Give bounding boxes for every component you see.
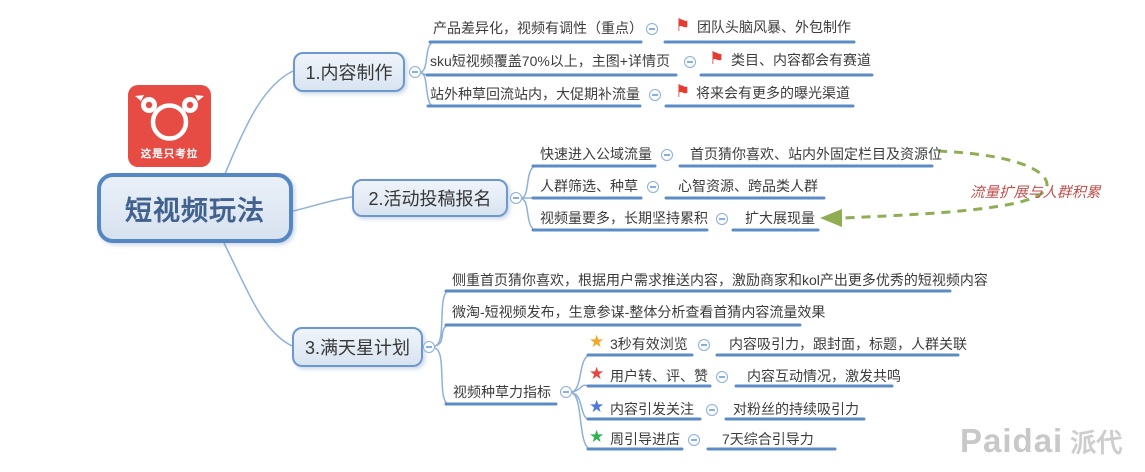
- branch-node-content-production[interactable]: 1.内容制作: [293, 52, 405, 92]
- topic-text[interactable]: sku短视频覆盖70%以上，主图+详情页: [430, 53, 670, 69]
- flag-icon: ⚑: [675, 82, 691, 101]
- relationship-label[interactable]: 流量扩展与人群积累: [970, 185, 1101, 201]
- flag-icon: ⚑: [675, 16, 691, 35]
- watermark: Paidai 派代: [960, 422, 1122, 460]
- collapse-icon[interactable]: [647, 181, 659, 193]
- detail-text[interactable]: 内容吸引力，跟封面，标题，人群关联: [729, 336, 967, 352]
- watermark-cjk: 派代: [1070, 428, 1123, 458]
- detail-text[interactable]: 内容互动情况，激发共鸣: [747, 368, 901, 384]
- collapse-icon[interactable]: [688, 434, 700, 446]
- star-icon-blue: ★: [589, 397, 605, 416]
- collapse-icon[interactable]: [649, 89, 661, 101]
- root-topic-node[interactable]: 短视频玩法: [97, 173, 293, 243]
- branch-node-activity-submission[interactable]: 2.活动投稿报名: [352, 179, 508, 217]
- topic-text[interactable]: 3秒有效浏览: [610, 336, 688, 352]
- star-icon-red: ★: [589, 364, 605, 383]
- collapse-icon[interactable]: [409, 66, 421, 78]
- topic-text[interactable]: 视频量要多，长期坚持累积: [540, 210, 708, 226]
- star-icon-green: ★: [589, 427, 605, 446]
- collapse-icon[interactable]: [698, 339, 710, 351]
- detail-text[interactable]: 7天综合引导力: [722, 431, 814, 447]
- flow-arrow: [820, 149, 1049, 227]
- topic-text[interactable]: 内容引发关注: [610, 401, 694, 417]
- topic-text[interactable]: 用户转、评、赞: [610, 368, 708, 384]
- collapse-icon[interactable]: [423, 341, 435, 353]
- root-topic-label: 短视频玩法: [125, 195, 265, 226]
- topic-text[interactable]: 快速进入公域流量: [540, 146, 652, 162]
- koala-icon: [135, 95, 204, 141]
- topic-text[interactable]: 站外种草回流站内，大促期补流量: [430, 86, 640, 102]
- collapse-icon[interactable]: [510, 192, 522, 204]
- topic-text[interactable]: 人群筛选、种草: [540, 178, 638, 194]
- detail-text[interactable]: 首页猜你喜欢、站内外固定栏目及资源位: [690, 146, 942, 162]
- branch-node-star-plan[interactable]: 3.满天星计划: [292, 327, 423, 367]
- detail-text[interactable]: 对粉丝的持续吸引力: [733, 401, 859, 417]
- topic-text[interactable]: 产品差异化，视频有调性（重点）: [433, 20, 643, 36]
- star-icon-orange: ★: [589, 332, 605, 351]
- branch-label: 3.满天星计划: [304, 338, 410, 358]
- flag-icon: ⚑: [709, 49, 725, 68]
- detail-text[interactable]: 扩大展现量: [745, 210, 815, 226]
- watermark-latin: Paidai: [960, 422, 1064, 459]
- brand-name: 这是只考拉: [140, 148, 199, 160]
- topic-text[interactable]: 视频种草力指标: [453, 384, 551, 400]
- collapse-icon[interactable]: [684, 56, 696, 68]
- collapse-icon[interactable]: [661, 149, 673, 161]
- collapse-icon[interactable]: [716, 371, 728, 383]
- detail-text[interactable]: 心智资源、跨品类人群: [678, 178, 818, 194]
- topic-text[interactable]: 微淘-短视频发布，生意参谋-整体分析查看首猜内容流量效果: [452, 304, 826, 320]
- detail-text[interactable]: 将来会有更多的曝光渠道: [696, 85, 850, 101]
- collapse-icon[interactable]: [706, 404, 718, 416]
- collapse-icon[interactable]: [716, 213, 728, 225]
- branch-label: 2.活动投稿报名: [368, 189, 492, 209]
- brand-logo: 这是只考拉: [128, 85, 211, 167]
- topic-text[interactable]: 周引导进店: [610, 431, 680, 447]
- collapse-icon[interactable]: [560, 386, 572, 398]
- collapse-icon[interactable]: [646, 23, 658, 35]
- detail-text[interactable]: 类目、内容都会有赛道: [731, 52, 871, 68]
- branch-label: 1.内容制作: [305, 63, 393, 83]
- topic-text[interactable]: 侧重首页猜你喜欢，根据用户需求推送内容，激励商家和kol产出更多优秀的短视频内容: [452, 272, 988, 288]
- detail-text[interactable]: 团队头脑风暴、外包制作: [697, 19, 851, 35]
